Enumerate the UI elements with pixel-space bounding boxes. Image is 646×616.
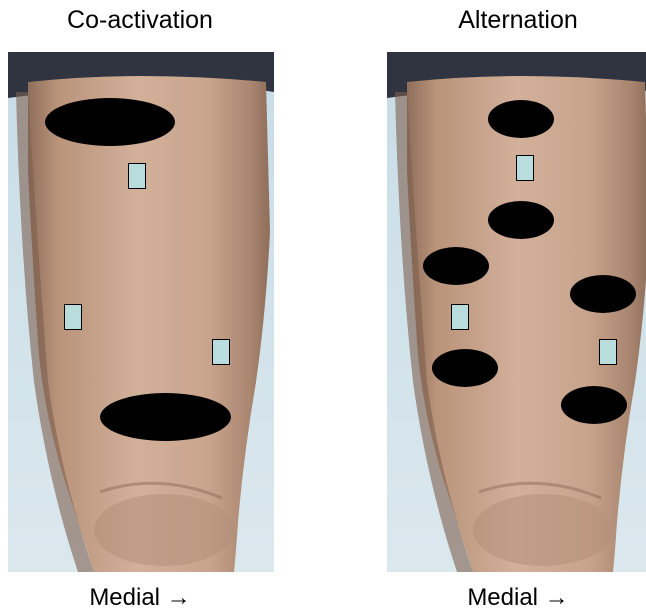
muscle-region-marker xyxy=(100,393,231,441)
muscle-region-marker xyxy=(561,386,627,424)
electrode-marker xyxy=(516,155,534,181)
muscle-region-marker xyxy=(432,349,498,387)
orientation-label: Medial → xyxy=(0,584,280,612)
muscle-region-marker xyxy=(423,247,489,285)
electrode-marker xyxy=(599,339,617,365)
panel-title: Co-activation xyxy=(0,6,280,35)
electrode-marker xyxy=(451,304,469,330)
muscle-region-marker xyxy=(488,201,554,239)
panel-alternation: Alternation xyxy=(378,0,646,616)
electrode-marker xyxy=(128,163,146,189)
panel-coactivation: Co-activation xyxy=(0,0,280,616)
panel-title: Alternation xyxy=(378,6,646,35)
thigh-photo xyxy=(387,52,646,572)
muscle-region-marker xyxy=(45,98,175,146)
orientation-label: Medial → xyxy=(378,584,646,612)
electrode-marker xyxy=(64,304,82,330)
muscle-region-marker xyxy=(488,100,554,138)
muscle-region-marker xyxy=(570,275,636,313)
thigh-photo xyxy=(8,52,274,572)
electrode-marker xyxy=(212,339,230,365)
